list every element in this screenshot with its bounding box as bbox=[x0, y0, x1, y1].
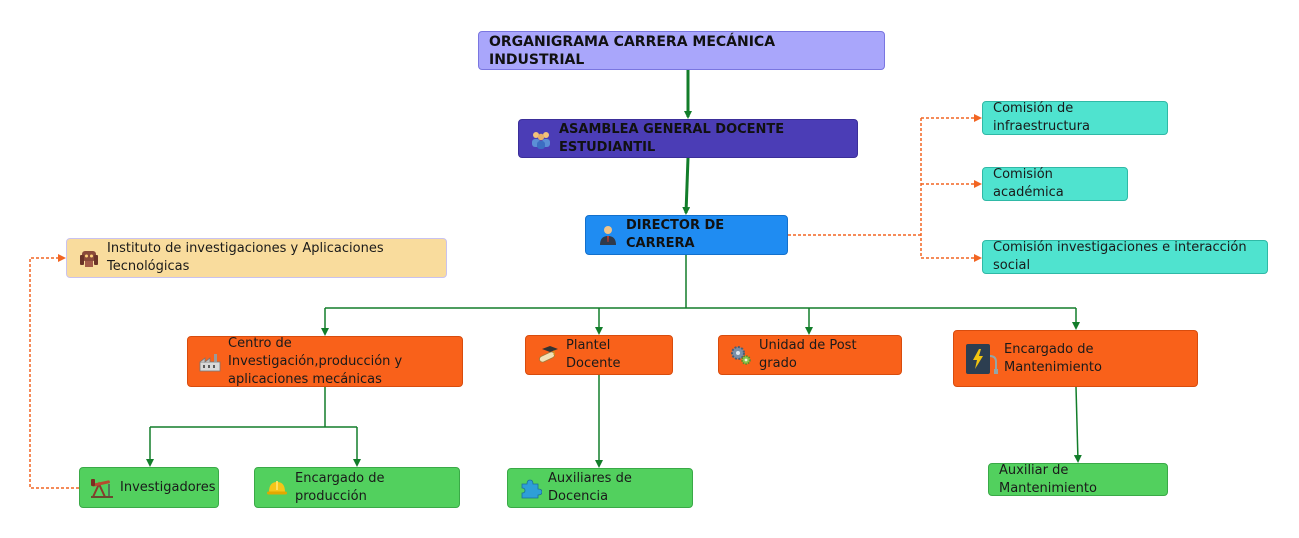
production-label: Encargado de producción bbox=[295, 470, 385, 504]
manager-icon bbox=[596, 223, 620, 247]
research-center-label-line2: aplicaciones mecánicas bbox=[228, 371, 382, 387]
maintenance-aux-node[interactable]: Auxiliar de Mantenimiento bbox=[988, 463, 1168, 496]
institute-node[interactable]: Instituto de investigaciones y Aplicacio… bbox=[66, 238, 447, 278]
diploma-icon bbox=[536, 343, 560, 367]
research-center-label: Centro de Investigación,producción y apl… bbox=[228, 335, 452, 389]
postgrad-node[interactable]: Unidad de Post grado bbox=[718, 335, 902, 375]
connector-researchers-institute bbox=[29, 254, 79, 489]
commission-label: Comisión investigaciones e interacción s… bbox=[993, 240, 1247, 273]
maintenance-node[interactable]: Encargado de Mantenimiento bbox=[953, 330, 1198, 387]
robot-icon bbox=[77, 246, 101, 270]
connector-to-maintenance-aux bbox=[1073, 386, 1082, 463]
research-center-label-line1: Centro de Investigación,producción y bbox=[228, 335, 403, 369]
production-node[interactable]: Encargado de producción bbox=[254, 467, 460, 508]
hard-hat-icon bbox=[265, 476, 289, 500]
teaching-aux-node[interactable]: Auxiliares de Docencia bbox=[507, 468, 693, 508]
connector-director-units bbox=[325, 255, 1076, 309]
assembly-node[interactable]: ASAMBLEA GENERAL DOCENTE ESTUDIANTIL bbox=[518, 119, 858, 158]
org-chart-title-label: ORGANIGRAMA CARRERA MECÁNICA INDUSTRIAL bbox=[489, 33, 776, 68]
maintenance-aux-label: Auxiliar de Mantenimiento bbox=[999, 462, 1097, 496]
teaching-staff-node[interactable]: Plantel Docente bbox=[525, 335, 673, 375]
power-plug-icon bbox=[964, 342, 998, 376]
researchers-node[interactable]: Investigadores bbox=[79, 467, 219, 508]
org-chart-title[interactable]: ORGANIGRAMA CARRERA MECÁNICA INDUSTRIAL bbox=[478, 31, 885, 70]
group-people-icon bbox=[529, 127, 553, 151]
director-label: DIRECTOR DE CARRERA bbox=[626, 218, 725, 251]
connector-director-commissions bbox=[788, 118, 922, 258]
commission-research-social[interactable]: Comisión investigaciones e interacción s… bbox=[982, 240, 1268, 274]
research-center-node[interactable]: Centro de Investigación,producción y apl… bbox=[187, 336, 463, 387]
puzzle-icon bbox=[518, 476, 542, 500]
commission-academic[interactable]: Comisión académica bbox=[982, 167, 1128, 201]
maintenance-label: Encargado de Mantenimiento bbox=[1004, 341, 1102, 375]
assembly-label: ASAMBLEA GENERAL DOCENTE ESTUDIANTIL bbox=[559, 121, 785, 155]
connector-assembly-director bbox=[682, 157, 691, 215]
pump-jack-icon bbox=[90, 476, 114, 500]
teaching-staff-label: Plantel Docente bbox=[566, 338, 621, 371]
commission-infrastructure[interactable]: Comisión de infraestructura bbox=[982, 101, 1168, 135]
institute-label: Instituto de investigaciones y Aplicacio… bbox=[107, 241, 384, 274]
factory-icon bbox=[198, 350, 222, 374]
teaching-aux-label: Auxiliares de Docencia bbox=[548, 471, 632, 504]
gears-icon bbox=[729, 343, 753, 367]
commission-label: Comisión académica bbox=[993, 167, 1064, 200]
postgrad-label: Unidad de Post grado bbox=[759, 338, 857, 371]
director-node[interactable]: DIRECTOR DE CARRERA bbox=[585, 215, 788, 255]
commission-label: Comisión de infraestructura bbox=[993, 101, 1090, 134]
researchers-label: Investigadores bbox=[120, 479, 216, 495]
connector-research-split bbox=[150, 387, 357, 428]
